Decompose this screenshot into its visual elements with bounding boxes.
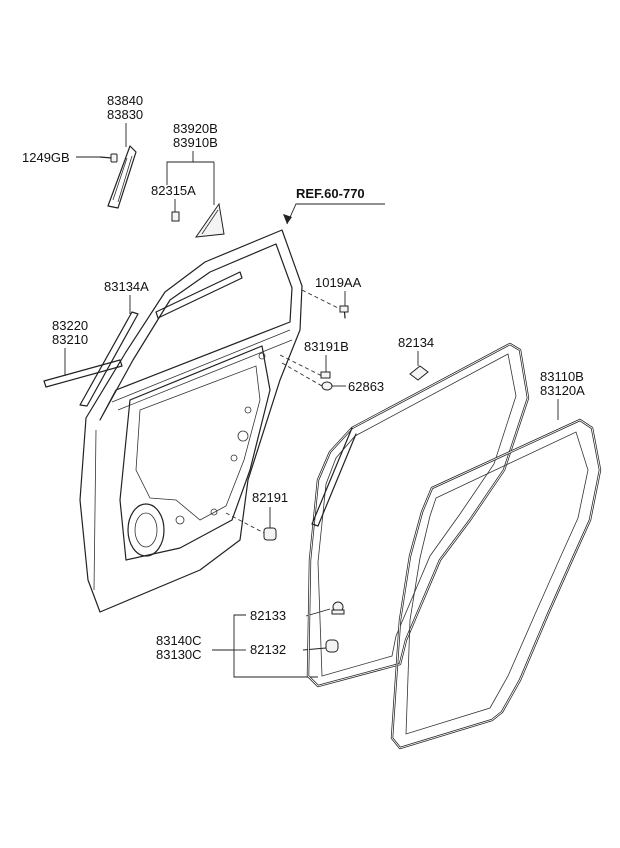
label-83191b[interactable]: 83191B bbox=[304, 339, 349, 354]
speaker-icon bbox=[127, 503, 165, 557]
door-panel-part[interactable] bbox=[79, 229, 303, 613]
door-weatherstrip-part[interactable] bbox=[390, 418, 602, 750]
delta-cover-part[interactable] bbox=[107, 145, 137, 209]
leader-lines bbox=[64, 123, 559, 678]
fastener-82191-icon[interactable] bbox=[263, 527, 277, 541]
grommet-83191b-icon[interactable] bbox=[320, 371, 331, 379]
clip-82134-icon[interactable] bbox=[409, 365, 429, 381]
triangle-trim-part[interactable] bbox=[194, 202, 225, 238]
body-weatherstrip-part[interactable] bbox=[306, 342, 530, 688]
label-83220[interactable]: 83220 bbox=[52, 318, 88, 333]
ref-arrow-icon bbox=[283, 214, 292, 224]
label-1249gb[interactable]: 1249GB bbox=[22, 150, 70, 165]
label-83140c[interactable]: 83140C bbox=[156, 633, 202, 648]
assembly-dashes bbox=[225, 289, 339, 534]
label-reference[interactable]: REF.60-770 bbox=[296, 186, 365, 201]
label-83210[interactable]: 83210 bbox=[52, 332, 88, 347]
plug-62863-icon[interactable] bbox=[321, 381, 333, 391]
label-83840[interactable]: 83840 bbox=[107, 93, 143, 108]
label-82134[interactable]: 82134 bbox=[398, 335, 434, 350]
label-62863[interactable]: 62863 bbox=[348, 379, 384, 394]
label-83134a[interactable]: 83134A bbox=[104, 279, 149, 294]
label-82315a[interactable]: 82315A bbox=[151, 183, 196, 198]
screw-1249gb-icon[interactable] bbox=[99, 153, 118, 163]
label-82191[interactable]: 82191 bbox=[252, 490, 288, 505]
screw-1019aa-icon[interactable] bbox=[339, 305, 349, 319]
label-82132[interactable]: 82132 bbox=[250, 642, 286, 657]
label-83130c[interactable]: 83130C bbox=[156, 647, 202, 662]
label-83110b[interactable]: 83110B bbox=[540, 369, 584, 384]
clip-82132-icon[interactable] bbox=[325, 639, 339, 653]
belt-moulding-part[interactable] bbox=[43, 311, 139, 407]
clip-82133-icon[interactable] bbox=[331, 601, 345, 615]
label-83830[interactable]: 83830 bbox=[107, 107, 143, 122]
label-83920b[interactable]: 83920B bbox=[173, 121, 218, 136]
label-83910b[interactable]: 83910B bbox=[173, 135, 218, 150]
label-82133[interactable]: 82133 bbox=[250, 608, 286, 623]
label-1019aa[interactable]: 1019AA bbox=[315, 275, 362, 290]
clip-82315a-icon[interactable] bbox=[171, 211, 180, 222]
label-83120a[interactable]: 83120A bbox=[540, 383, 585, 398]
